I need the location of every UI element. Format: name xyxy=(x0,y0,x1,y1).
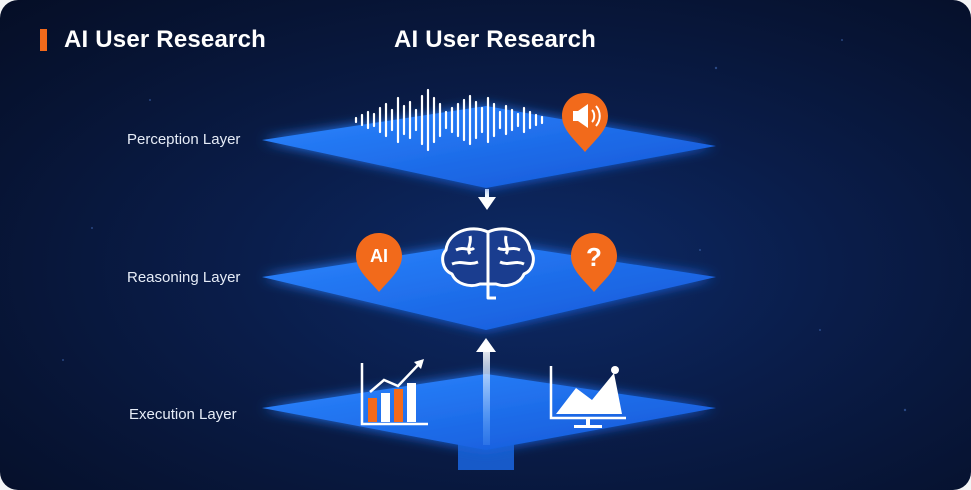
reasoning-layer-label: Reasoning Layer xyxy=(127,269,240,286)
execution-layer-label: Execution Layer xyxy=(129,406,237,423)
question-badge-text: ? xyxy=(586,242,602,272)
ai-badge-text: AI xyxy=(370,246,388,266)
perception-layer-label: Perception Layer xyxy=(127,131,240,148)
down-arrow-icon xyxy=(478,189,496,210)
